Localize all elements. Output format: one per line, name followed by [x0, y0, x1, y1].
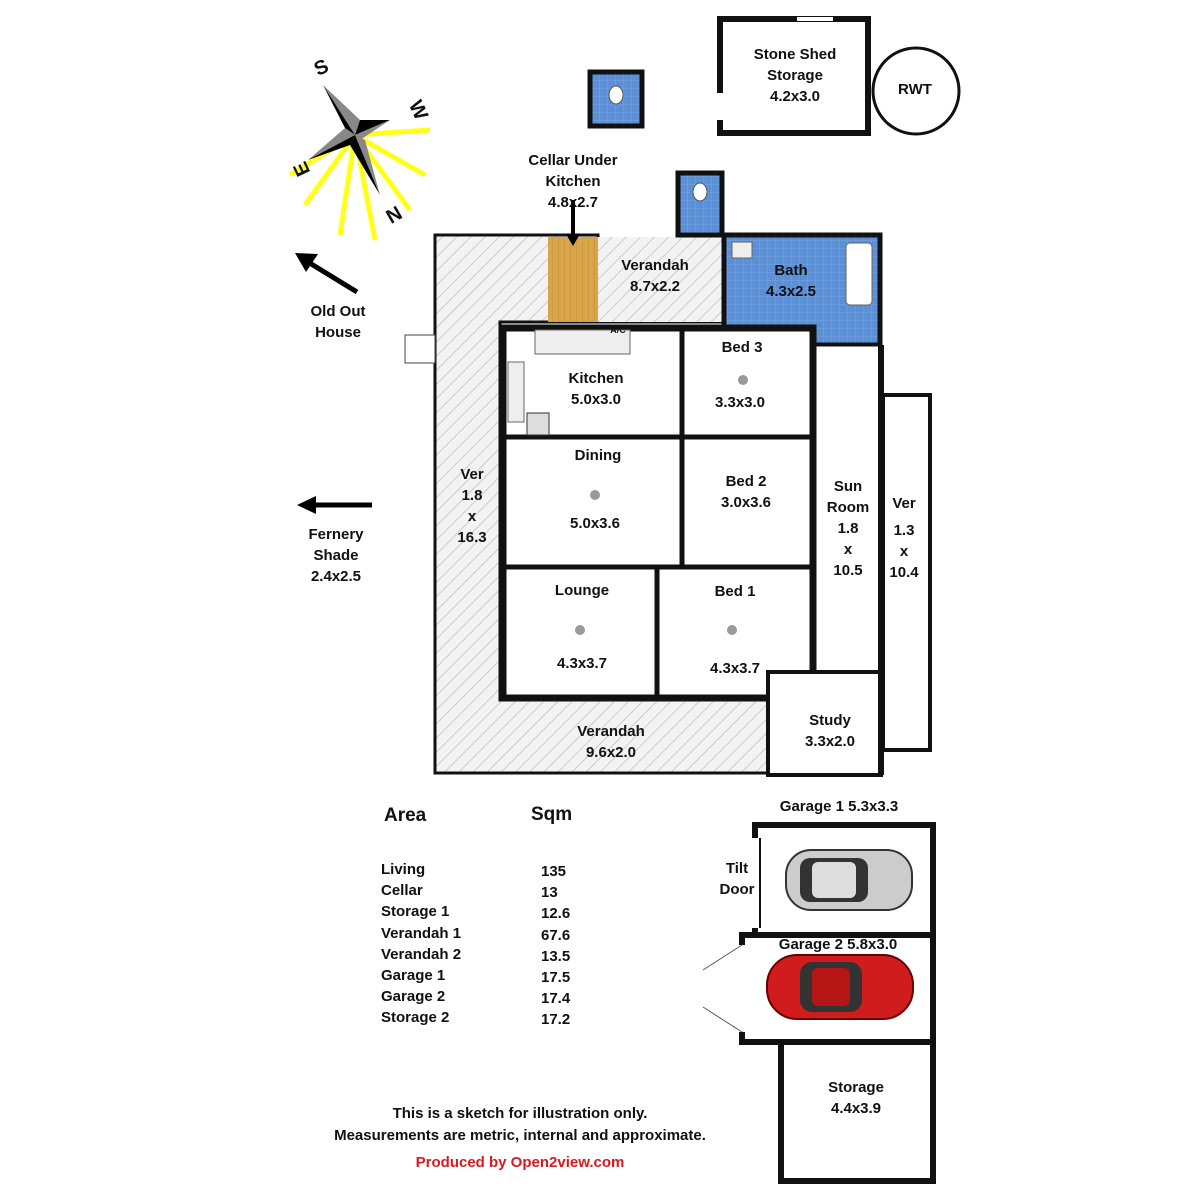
bathtub-icon — [845, 242, 873, 306]
room-label-bed3-size: 3.3x3.0 — [714, 394, 766, 411]
area-row-sqm: 67.6 — [541, 926, 571, 944]
area-values: 135 13 12.6 67.6 13.5 17.5 17.4 17.2 — [541, 861, 570, 1031]
room-label-dining-name: Dining — [574, 447, 622, 464]
toilet-room — [675, 170, 725, 238]
area-column-header: Area — [384, 805, 427, 826]
label-ac: A/C — [610, 325, 626, 335]
area-row-label: Storage 1 — [381, 903, 450, 921]
compass-icon — [288, 85, 431, 241]
disclaimer-line-1: This is a sketch for illustration only. — [392, 1105, 648, 1122]
cellar-arrow-icon — [566, 234, 580, 246]
room-label-garage1: Garage 1 5.3x3.3 — [779, 798, 899, 815]
area-row-label: Cellar — [381, 882, 423, 900]
toilet-icon — [608, 85, 624, 105]
kitchen-bench — [534, 329, 631, 355]
storage-2 — [778, 1039, 936, 1184]
verandah-top — [598, 237, 722, 322]
steps-icon — [404, 334, 436, 364]
area-row-sqm: 17.4 — [541, 990, 571, 1008]
sun-room — [813, 343, 883, 674]
ceiling-fan-icons — [575, 375, 748, 635]
study — [766, 670, 883, 777]
area-row-label: Garage 1 — [381, 967, 446, 985]
rainwater-tank — [871, 46, 961, 136]
area-row-label: Verandah 1 — [381, 924, 462, 942]
stone-shed — [717, 16, 871, 136]
area-row-label: Garage 2 — [381, 988, 446, 1006]
room-label-bed1-size: 4.3x3.7 — [709, 660, 761, 677]
area-row-sqm: 17.5 — [541, 969, 571, 987]
verandah-right — [881, 393, 932, 752]
fernery-arrow-icon — [297, 496, 372, 514]
outhouse-toilet — [587, 69, 645, 129]
area-row-sqm: 12.6 — [541, 905, 571, 923]
old-out-house-arrow-icon — [295, 253, 359, 295]
room-label-bed3-name: Bed 3 — [721, 339, 763, 356]
room-label-rwt: RWT — [898, 81, 932, 98]
area-row-sqm: 17.2 — [541, 1011, 571, 1029]
car-icon-red — [766, 954, 914, 1020]
area-row-sqm: 13.5 — [541, 947, 571, 965]
room-label-lounge-size: 4.3x3.7 — [556, 655, 608, 672]
disclaimer-line-2: Measurements are metric, internal and ap… — [334, 1127, 706, 1144]
room-label-lounge-name: Lounge — [554, 582, 610, 599]
basin-icon — [731, 241, 753, 259]
fridge-icon — [507, 361, 525, 423]
sqm-column-header: Sqm — [531, 804, 573, 825]
area-row-label: Verandah 2 — [381, 945, 462, 963]
stove-icon — [526, 412, 550, 436]
car-icon-silver — [785, 849, 913, 911]
area-row-sqm: 135 — [541, 863, 567, 880]
area-row-label: Living — [381, 861, 426, 878]
area-names: Living Cellar Storage 1 Verandah 1 Veran… — [381, 859, 461, 1029]
room-label-garage2: Garage 2 5.8x3.0 — [778, 936, 898, 953]
cellar-area — [548, 237, 598, 322]
area-row-label: Storage 2 — [381, 1009, 450, 1027]
room-label-bed1-name: Bed 1 — [714, 583, 756, 600]
producer-credit-link[interactable]: Produced by Open2view.com — [415, 1154, 625, 1171]
room-label-dining-size: 5.0x3.6 — [569, 515, 621, 532]
area-row-sqm: 13 — [541, 884, 558, 902]
